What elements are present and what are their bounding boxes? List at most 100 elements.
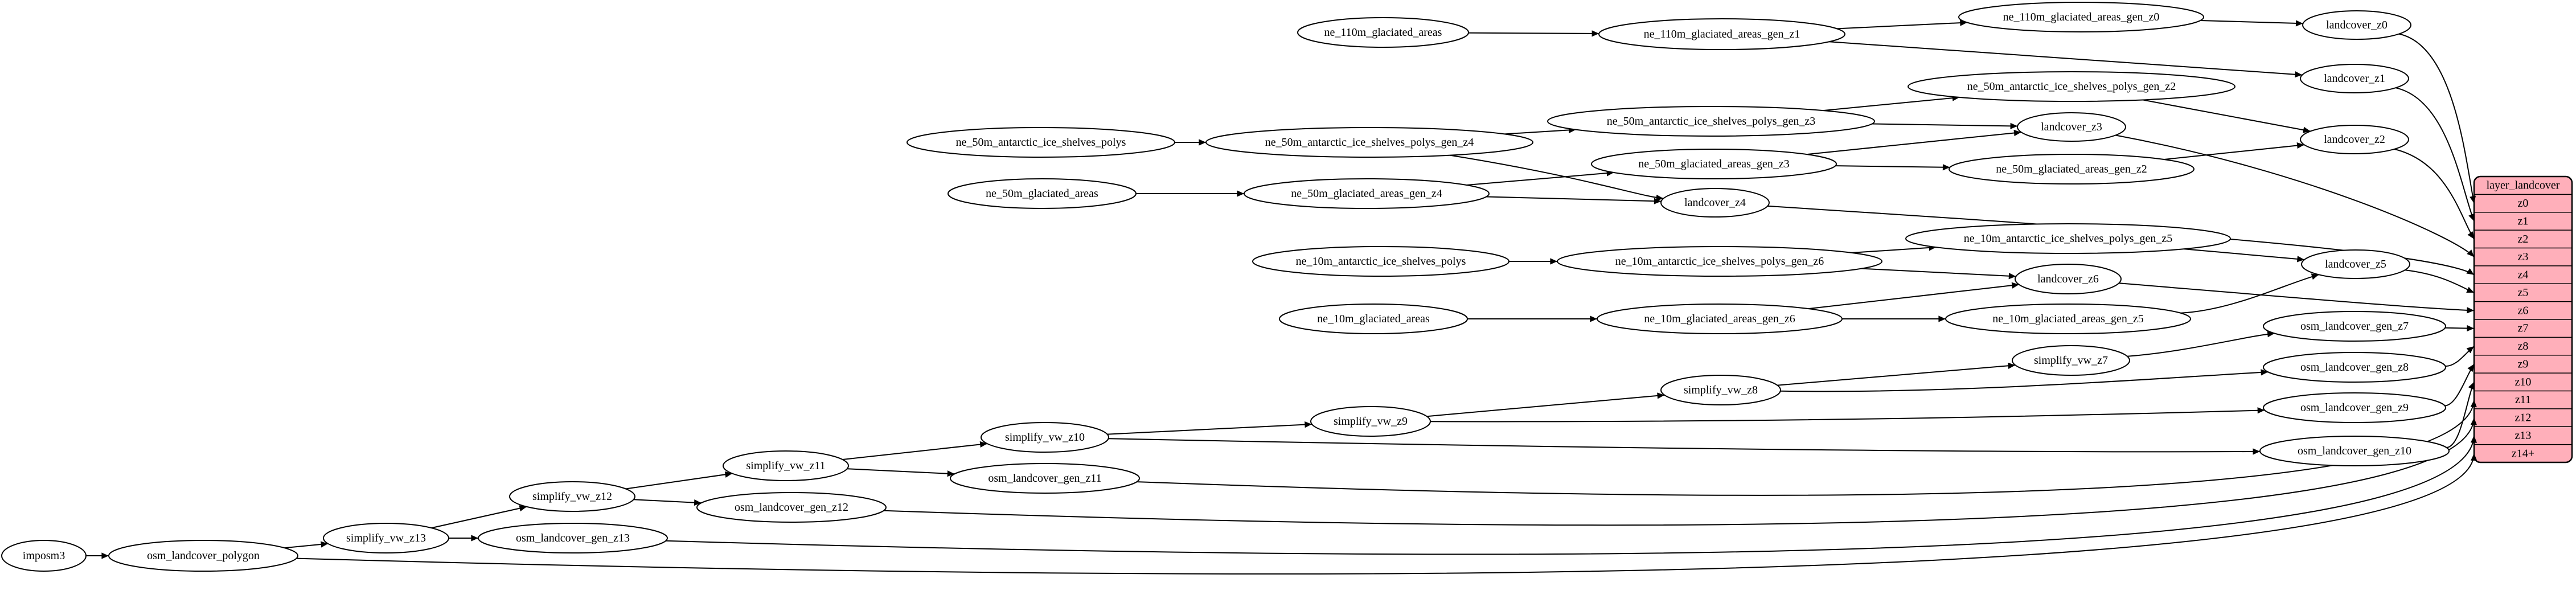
layer-table: layer_landcoverz0z1z2z3z4z5z6z7z8z9z10z1…: [2473, 175, 2573, 464]
table-title: layer_landcover: [2487, 179, 2560, 192]
edge-landcover_z6-to-table-z6: [2119, 282, 2475, 314]
node-osm_landcover_gen_z11: osm_landcover_gen_z11: [950, 463, 1140, 494]
node-ne_50m_antarctic_ice_shelves_polys_gen_z4: ne_50m_antarctic_ice_shelves_polys_gen_z…: [1205, 127, 1533, 158]
node-shape-osm_landcover_gen_z8: [2263, 352, 2446, 383]
edge-landcover_z5-to-table-z5: [2405, 269, 2475, 293]
node-label-landcover_z5: landcover_z5: [2325, 258, 2386, 270]
edge-ne_50m_glaciated_areas_gen_z4-to-landcover_z4: [1486, 196, 1662, 204]
edge-ne_50m_glaciated_areas_gen_z3-to-ne_50m_glaciated_areas_gen_z2: [1835, 164, 1950, 171]
node-shape-ne_10m_antarctic_ice_shelves_polys: [1252, 246, 1509, 277]
node-label-ne_10m_glaciated_areas_gen_z6: ne_10m_glaciated_areas_gen_z6: [1644, 313, 1795, 325]
table-row-z8: z8: [2518, 340, 2529, 352]
node-osm_landcover_gen_z8: osm_landcover_gen_z8: [2263, 352, 2446, 383]
edge-simplify_vw_z12-to-osm_landcover_gen_z12: [633, 499, 702, 506]
node-ne_10m_glaciated_areas_gen_z5: ne_10m_glaciated_areas_gen_z5: [1945, 304, 2191, 334]
node-shape-simplify_vw_z11: [723, 450, 849, 481]
node-shape-ne_50m_antarctic_ice_shelves_polys_gen_z2: [1908, 71, 2235, 102]
edge-landcover_z4-to-table-z4: [1767, 205, 2475, 276]
node-label-landcover_z1: landcover_z1: [2324, 72, 2385, 85]
edge-osm_landcover_gen_z9-to-table-z9: [2444, 363, 2475, 407]
node-shape-ne_110m_glaciated_areas_gen_z0: [1958, 2, 2204, 32]
node-label-osm_landcover_gen_z13: osm_landcover_gen_z13: [516, 532, 630, 544]
node-shape-simplify_vw_z9: [1310, 406, 1431, 437]
node-label-simplify_vw_z11: simplify_vw_z11: [746, 460, 825, 472]
table-row-z0: z0: [2518, 197, 2529, 210]
node-shape-osm_landcover_gen_z9: [2263, 392, 2446, 423]
node-shape-landcover_z1: [2300, 64, 2409, 93]
edge-ne_10m_antarctic_ice_shelves_polys_gen_z5-to-landcover_z5: [2184, 248, 2305, 263]
node-ne_50m_glaciated_areas_gen_z2: ne_50m_glaciated_areas_gen_z2: [1949, 154, 2194, 184]
node-label-osm_landcover_polygon: osm_landcover_polygon: [147, 550, 260, 562]
edge-ne_50m_antarctic_ice_shelves_polys_gen_z4-to-landcover_z4: [1450, 154, 1664, 202]
edge-osm_landcover_gen_z11-to-table-z11: [1137, 400, 2477, 496]
node-shape-landcover_z5: [2301, 249, 2410, 279]
node-ne_50m_antarctic_ice_shelves_polys_gen_z3: ne_50m_antarctic_ice_shelves_polys_gen_z…: [1547, 106, 1875, 137]
node-shape-ne_10m_antarctic_ice_shelves_polys_gen_z6: [1557, 246, 1882, 277]
node-shape-landcover_z4: [1660, 188, 1770, 218]
node-label-ne_110m_glaciated_areas: ne_110m_glaciated_areas: [1324, 26, 1442, 39]
node-ne_10m_glaciated_areas: ne_10m_glaciated_areas: [1279, 304, 1468, 334]
node-ne_50m_antarctic_ice_shelves_polys_gen_z2: ne_50m_antarctic_ice_shelves_polys_gen_z…: [1908, 71, 2235, 102]
node-label-ne_10m_glaciated_areas_gen_z5: ne_10m_glaciated_areas_gen_z5: [1992, 313, 2143, 325]
edge-simplify_vw_z8-to-osm_landcover_gen_z8: [1780, 369, 2269, 392]
table-row-z11: z11: [2515, 393, 2531, 406]
edge-simplify_vw_z11-to-osm_landcover_gen_z11: [847, 468, 955, 477]
node-label-osm_landcover_gen_z7: osm_landcover_gen_z7: [2300, 320, 2409, 333]
node-label-landcover_z6: landcover_z6: [2037, 273, 2099, 285]
node-label-ne_10m_antarctic_ice_shelves_polys_gen_z5: ne_10m_antarctic_ice_shelves_polys_gen_z…: [1964, 232, 2173, 245]
edge-osm_landcover_polygon-to-table-z14+: [296, 453, 2477, 575]
node-ne_10m_glaciated_areas_gen_z6: ne_10m_glaciated_areas_gen_z6: [1597, 304, 1843, 334]
table-row-z7: z7: [2518, 322, 2529, 335]
edge-ne_10m_antarctic_ice_shelves_polys_gen_z6-to-ne_10m_antarctic_ice_shelves_polys_gen_z5: [1851, 244, 1937, 253]
edge-simplify_vw_z7-to-osm_landcover_gen_z7: [2127, 331, 2275, 357]
node-ne_50m_antarctic_ice_shelves_polys: ne_50m_antarctic_ice_shelves_polys: [906, 127, 1175, 158]
edge-ne_110m_glaciated_areas_gen_z1-to-ne_110m_glaciated_areas_gen_z0: [1836, 19, 1967, 30]
table-row-z13: z13: [2515, 429, 2532, 442]
edge-simplify_vw_z10-to-simplify_vw_z9: [1107, 421, 1312, 435]
table-row-z9: z9: [2518, 358, 2529, 370]
edge-simplify_vw_z11-to-simplify_vw_z10: [842, 441, 987, 460]
node-landcover_z0: landcover_z0: [2302, 10, 2411, 40]
node-shape-ne_50m_antarctic_ice_shelves_polys: [906, 127, 1175, 158]
edge-ne_50m_antarctic_ice_shelves_polys_gen_z3-to-ne_50m_antarctic_ice_shelves_polys_gen_z2: [1823, 95, 1960, 112]
node-osm_landcover_gen_z13: osm_landcover_gen_z13: [478, 523, 668, 553]
edge-ne_50m_antarctic_ice_shelves_polys_gen_z4-to-ne_50m_antarctic_ice_shelves_polys_gen_z3: [1504, 126, 1576, 135]
node-shape-ne_10m_glaciated_areas_gen_z5: [1945, 304, 2191, 334]
node-label-simplify_vw_z7: simplify_vw_z7: [2034, 354, 2108, 367]
node-label-ne_50m_glaciated_areas: ne_50m_glaciated_areas: [986, 187, 1098, 200]
node-label-landcover_z3: landcover_z3: [2041, 121, 2102, 133]
edge-landcover_z1-to-table-z1: [2395, 87, 2475, 222]
node-simplify_vw_z7: simplify_vw_z7: [2012, 345, 2130, 376]
edge-ne_110m_glaciated_areas_gen_z0-to-landcover_z0: [2200, 20, 2303, 27]
node-shape-ne_50m_antarctic_ice_shelves_polys_gen_z4: [1205, 127, 1533, 158]
edge-ne_110m_glaciated_areas_gen_z1-to-landcover_z1: [1829, 41, 2303, 78]
node-landcover_z3: landcover_z3: [2017, 112, 2126, 142]
node-label-ne_110m_glaciated_areas_gen_z0: ne_110m_glaciated_areas_gen_z0: [2003, 11, 2160, 23]
node-landcover_z4: landcover_z4: [1660, 188, 1770, 218]
node-shape-osm_landcover_gen_z11: [950, 463, 1140, 494]
node-shape-ne_50m_antarctic_ice_shelves_polys_gen_z3: [1547, 106, 1875, 137]
node-label-ne_50m_antarctic_ice_shelves_polys_gen_z4: ne_50m_antarctic_ice_shelves_polys_gen_z…: [1265, 136, 1474, 149]
node-shape-osm_landcover_gen_z10: [2259, 436, 2450, 466]
edge-simplify_vw_z9-to-simplify_vw_z8: [1426, 392, 1665, 417]
node-simplify_vw_z9: simplify_vw_z9: [1310, 406, 1431, 437]
node-ne_50m_glaciated_areas: ne_50m_glaciated_areas: [947, 178, 1137, 209]
node-shape-landcover_z0: [2302, 10, 2411, 40]
node-shape-ne_10m_glaciated_areas_gen_z6: [1597, 304, 1843, 334]
node-label-ne_50m_antarctic_ice_shelves_polys: ne_50m_antarctic_ice_shelves_polys: [956, 136, 1126, 149]
node-label-imposm3: imposm3: [23, 550, 65, 562]
node-label-osm_landcover_gen_z11: osm_landcover_gen_z11: [988, 472, 1101, 485]
node-simplify_vw_z12: simplify_vw_z12: [509, 481, 635, 512]
edge-simplify_vw_z12-to-simplify_vw_z11: [625, 471, 733, 490]
node-ne_50m_glaciated_areas_gen_z4: ne_50m_glaciated_areas_gen_z4: [1244, 178, 1490, 209]
node-shape-osm_landcover_gen_z12: [696, 492, 887, 523]
node-simplify_vw_z13: simplify_vw_z13: [323, 523, 449, 553]
node-ne_10m_antarctic_ice_shelves_polys: ne_10m_antarctic_ice_shelves_polys: [1252, 246, 1509, 277]
node-shape-ne_50m_glaciated_areas_gen_z2: [1949, 154, 2194, 184]
node-label-ne_110m_glaciated_areas_gen_z1: ne_110m_glaciated_areas_gen_z1: [1644, 28, 1800, 40]
node-shape-ne_50m_glaciated_areas_gen_z3: [1591, 149, 1837, 179]
node-shape-ne_10m_antarctic_ice_shelves_polys_gen_z5: [1905, 223, 2231, 254]
edge-ne_50m_antarctic_ice_shelves_polys_gen_z2-to-landcover_z2: [2142, 99, 2311, 133]
